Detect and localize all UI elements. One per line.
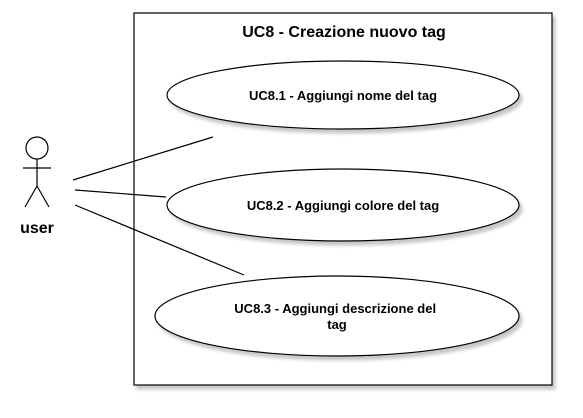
system-title: UC8 - Creazione nuovo tag	[242, 24, 446, 41]
actor-user	[23, 136, 51, 208]
svg-text:UC8.3 - Aggiungi descrizione d: UC8.3 - Aggiungi descrizione del tag	[234, 301, 439, 332]
use-case-uc8-3-label-line2: tag	[327, 317, 347, 332]
association-uc8-1	[72, 136, 214, 181]
actor-right-leg	[36, 185, 50, 208]
actor-head	[25, 136, 49, 160]
use-case-uc8-1: UC8.1 - Aggiungi nome del tag	[166, 60, 520, 130]
use-case-uc8-2: UC8.2 - Aggiungi colore del tag	[166, 168, 520, 242]
svg-text:UC8.1 - Aggiungi nome del tag: UC8.1 - Aggiungi nome del tag	[249, 88, 437, 103]
use-case-uc8-3: UC8.3 - Aggiungi descrizione del tag	[154, 275, 520, 357]
association-uc8-2	[74, 189, 167, 198]
actor-label: user	[20, 220, 54, 237]
association-uc8-3	[74, 204, 245, 276]
actor-left-leg	[24, 185, 38, 208]
svg-text:UC8.2 - Aggiungi colore del ta: UC8.2 - Aggiungi colore del tag	[247, 198, 439, 213]
use-case-uc8-3-label-line1: UC8.3 - Aggiungi descrizione del	[234, 301, 436, 316]
use-case-uc8-2-label: UC8.2 - Aggiungi colore del tag	[247, 198, 439, 213]
use-case-uc8-1-label: UC8.1 - Aggiungi nome del tag	[249, 88, 437, 103]
associations	[72, 136, 245, 276]
